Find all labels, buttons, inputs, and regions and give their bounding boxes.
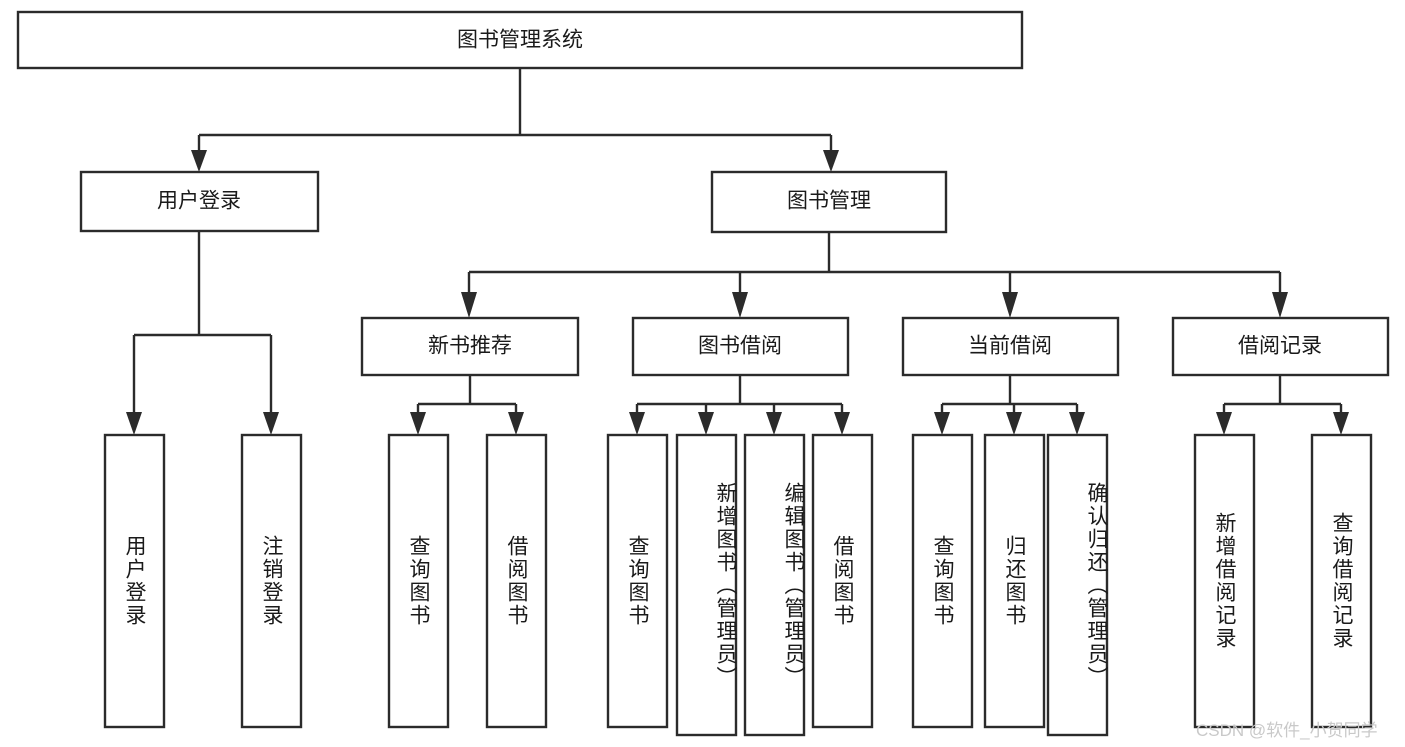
leaf-box-bb-borrow-book[interactable] — [811, 433, 874, 729]
arrow-head-bb-leaf4 — [834, 412, 850, 435]
arrow-head-bb-leaf3 — [766, 412, 782, 435]
arrow-head-cb-leaf2 — [1006, 412, 1022, 435]
arrow-head-cb-leaf1 — [934, 412, 950, 435]
node-current-borrow[interactable] — [901, 316, 1120, 377]
arrow-head-leaf-logout — [263, 412, 279, 435]
leaf-box-cb-return-book[interactable] — [983, 433, 1046, 729]
node-new-book-recommend[interactable] — [360, 316, 580, 377]
leaf-box-br-add-record[interactable] — [1193, 433, 1256, 729]
arrow-head-book-borrow — [732, 292, 748, 318]
leaf-box-cb-query-book[interactable] — [911, 433, 974, 729]
node-book-borrow-label: 图书借阅 — [698, 335, 782, 358]
node-borrow-record-label: 借阅记录 — [1238, 335, 1322, 358]
leaf-box-user-login[interactable] — [103, 433, 166, 729]
leaf-box-cb-confirm-return[interactable] — [1046, 433, 1109, 737]
node-book-management[interactable] — [710, 170, 948, 234]
watermark-text: CSDN @软件_小贺同学 — [1196, 721, 1378, 740]
arrow-head-br-leaf1 — [1216, 412, 1232, 435]
arrow-head-br-leaf2 — [1333, 412, 1349, 435]
node-user-login-label: 用户登录 — [157, 190, 241, 213]
arrow-head-bb-leaf2 — [698, 412, 714, 435]
arrow-head-user-login — [191, 150, 207, 172]
node-current-borrow-label: 当前借阅 — [968, 335, 1052, 358]
node-borrow-record[interactable] — [1171, 316, 1390, 377]
arrow-head-cb-leaf3 — [1069, 412, 1085, 435]
arrow-head-current-borrow — [1002, 292, 1018, 318]
leaf-box-nb-query-book[interactable] — [387, 433, 450, 729]
node-book-management-label: 图书管理 — [787, 190, 871, 213]
arrow-head-book-management — [823, 150, 839, 172]
arrow-head-borrow-record — [1272, 292, 1288, 318]
leaf-box-logout[interactable] — [240, 433, 303, 729]
node-new-book-recommend-label: 新书推荐 — [428, 335, 512, 358]
node-root-label: 图书管理系统 — [457, 29, 583, 52]
leaf-box-bb-edit-book[interactable] — [743, 433, 806, 737]
arrow-head-nb-leaf1 — [410, 412, 426, 435]
arrow-head-new-book-recommend — [461, 292, 477, 318]
node-root-book-management-system[interactable] — [16, 10, 1024, 70]
node-book-borrow[interactable] — [631, 316, 850, 377]
leaf-box-nb-borrow-book[interactable] — [485, 433, 548, 729]
leaf-box-bb-query-book[interactable] — [606, 433, 669, 729]
arrow-head-nb-leaf2 — [508, 412, 524, 435]
arrow-head-bb-leaf1 — [629, 412, 645, 435]
arrow-head-leaf-user-login — [126, 412, 142, 435]
leaf-box-br-query-record[interactable] — [1310, 433, 1373, 729]
leaf-box-bb-add-book[interactable] — [675, 433, 738, 737]
